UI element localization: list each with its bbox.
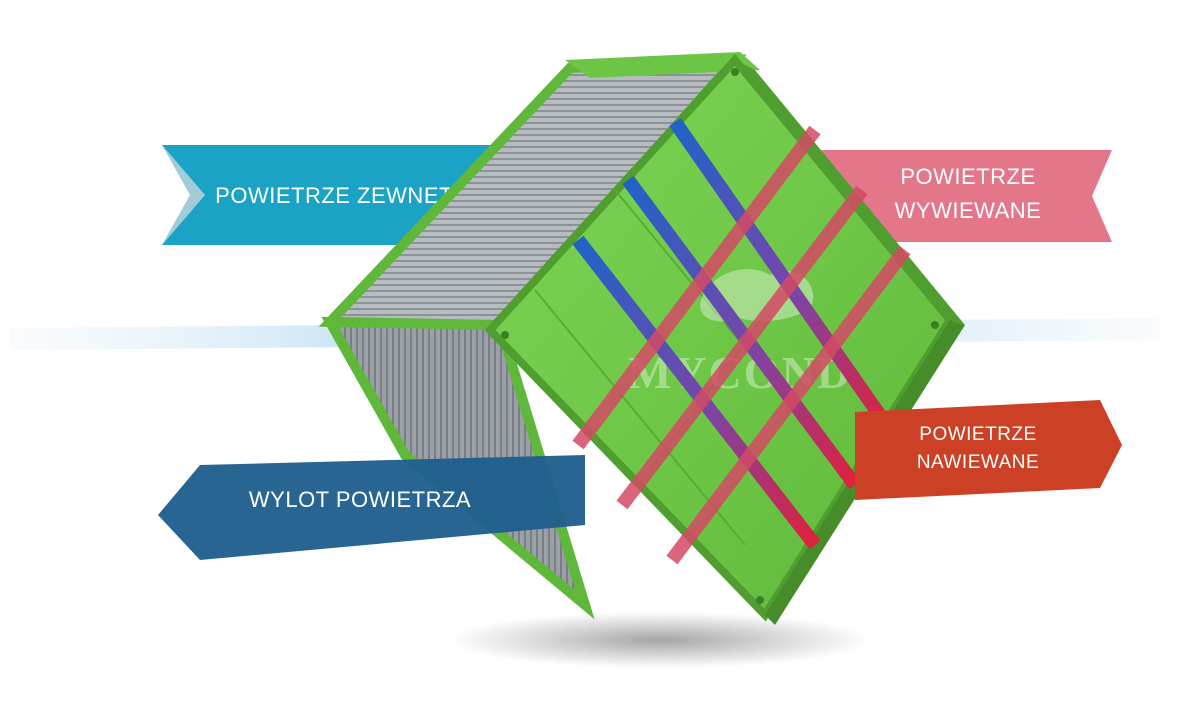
exhaust-air-label-line1: POWIETRZE	[900, 164, 1035, 189]
top-frame	[565, 52, 760, 78]
exhaust-air-ribbon: POWIETRZE WYWIEWANE	[800, 150, 1112, 242]
right-edge	[735, 60, 965, 325]
rivet	[731, 68, 739, 76]
ground-shadow	[450, 612, 870, 668]
rivet	[501, 331, 509, 339]
airflow-stripe-5	[616, 185, 868, 510]
air-outlet-ribbon: WYLOT POWIETRZA	[158, 455, 585, 560]
air-outlet-label: WYLOT POWIETRZA	[249, 487, 471, 512]
exhaust-air-label-line2: WYWIEWANE	[895, 198, 1042, 223]
airflow-stripe-2	[622, 175, 861, 490]
supply-air-ribbon: POWIETRZE NAWIEWANE	[855, 400, 1122, 500]
supply-air-label-line1: POWIETRZE	[919, 424, 1036, 445]
airflow-stripe-4	[572, 125, 821, 450]
airflow-stripe-1	[669, 117, 896, 435]
airflow-stripe-6	[666, 245, 911, 565]
supply-air-label-line2: NAWIEWANE	[917, 452, 1039, 473]
airflow-stripe-3	[572, 235, 821, 550]
rivet	[931, 321, 939, 329]
rivet	[756, 596, 764, 604]
